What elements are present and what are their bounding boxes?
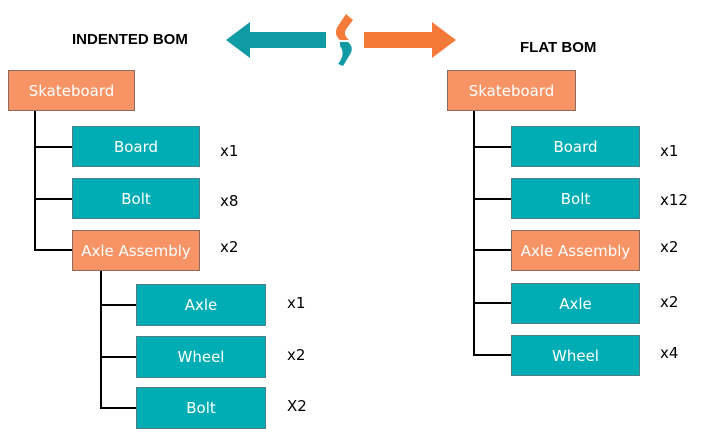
split-s-logo-icon [335,14,353,66]
flat-root-node: Skateboard [447,70,576,111]
flat-branch-wheel [473,354,511,356]
indented-root-node: Skateboard [8,70,135,111]
indented-branch-axle-assembly [34,249,72,251]
flat-item-axle-assembly: Axle Assembly [511,230,640,271]
indented-branch-board [34,146,72,148]
indented-item-axle-assembly: Axle Assembly [72,230,200,271]
flat-item-axle: Axle [511,283,640,324]
flat-trunk-line [473,110,475,356]
flat-branch-board [473,146,511,148]
indented-sub-branch-bolt [100,407,136,409]
flat-bom-heading: FLAT BOM [520,39,597,56]
flat-item-wheel: Wheel [511,335,640,376]
flat-branch-axle-assembly [473,249,511,251]
indented-qty-axle-assembly: x2 [220,238,239,256]
flat-qty-bolt: x12 [660,191,688,209]
flat-branch-bolt [473,198,511,200]
indented-sub-qty-axle: x1 [287,294,306,312]
indented-sub-trunk-line [100,269,102,409]
indented-qty-bolt: x8 [220,192,239,210]
flat-branch-axle [473,302,511,304]
indented-item-bolt: Bolt [72,178,200,219]
indented-trunk-line [34,110,36,250]
flat-item-bolt: Bolt [511,178,640,219]
indented-sub-item-bolt: Bolt [136,387,266,429]
indented-item-board: Board [72,126,200,167]
flat-qty-axle-assembly: x2 [660,238,679,256]
flat-qty-wheel: x4 [660,344,679,362]
right-arrow-icon [364,22,456,58]
flat-qty-board: x1 [660,142,679,160]
indented-qty-board: x1 [220,142,239,160]
indented-branch-bolt [34,198,72,200]
flat-item-board: Board [511,126,640,167]
flat-qty-axle: x2 [660,293,679,311]
indented-sub-qty-bolt: X2 [287,397,307,415]
indented-sub-item-wheel: Wheel [136,336,266,378]
indented-sub-item-axle: Axle [136,284,266,326]
indented-bom-heading: INDENTED BOM [72,31,188,48]
indented-sub-qty-wheel: x2 [287,346,306,364]
indented-sub-branch-wheel [100,356,136,358]
left-arrow-icon [226,22,326,58]
indented-sub-branch-axle [100,304,136,306]
